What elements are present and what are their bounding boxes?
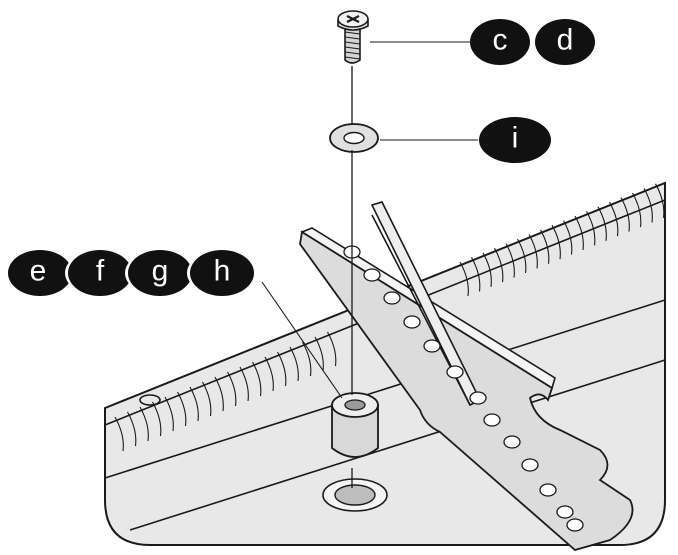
vent-slot bbox=[574, 215, 584, 251]
vent-slot bbox=[643, 188, 653, 223]
rail-hole bbox=[556, 505, 574, 519]
vent-slot bbox=[227, 371, 237, 407]
callout-label-i: i bbox=[512, 122, 519, 155]
callout-label-d: d bbox=[557, 24, 574, 57]
rail-hole bbox=[383, 291, 401, 305]
vent-slot bbox=[189, 386, 199, 422]
callout-label-g: g bbox=[152, 255, 169, 288]
vent-slot bbox=[482, 252, 492, 287]
vent-slot bbox=[264, 356, 274, 392]
rail-hole bbox=[483, 413, 501, 427]
rail-bracket bbox=[299, 201, 634, 551]
vent-slot bbox=[239, 366, 249, 402]
washer bbox=[329, 123, 379, 153]
rail-hole bbox=[446, 365, 464, 379]
vent-slot bbox=[597, 206, 607, 241]
vent-slot bbox=[551, 224, 561, 260]
callout-label-e: e bbox=[30, 255, 47, 288]
vent-slot bbox=[620, 197, 630, 232]
vent-slot bbox=[289, 346, 299, 382]
rail-hole bbox=[423, 339, 441, 353]
rail-hole bbox=[469, 391, 487, 405]
rail-hole bbox=[521, 458, 539, 472]
callout-label-h: h bbox=[214, 255, 231, 288]
rail-hole bbox=[539, 483, 557, 497]
vent-slot bbox=[494, 247, 504, 283]
vent-slot bbox=[632, 192, 642, 228]
vent-slot bbox=[505, 243, 515, 278]
rail-hole bbox=[403, 315, 421, 329]
vent-slot bbox=[177, 391, 187, 427]
vent-slots-right bbox=[459, 183, 665, 297]
panel-mounting-hole bbox=[322, 478, 388, 512]
vent-slot bbox=[655, 183, 665, 218]
screw bbox=[337, 10, 369, 64]
vent-slot bbox=[314, 336, 324, 372]
vent-slot bbox=[528, 234, 538, 269]
callout-screw: c d bbox=[470, 19, 598, 65]
vent-slot bbox=[214, 376, 224, 412]
rail-hole bbox=[566, 518, 584, 532]
vent-slot bbox=[563, 220, 573, 255]
vent-slot bbox=[471, 257, 481, 292]
vent-slot bbox=[114, 416, 124, 452]
vent-slot bbox=[586, 211, 596, 246]
standoff bbox=[331, 392, 379, 458]
vent-slot bbox=[517, 238, 527, 274]
rail-hole bbox=[503, 435, 521, 449]
vent-slot bbox=[540, 229, 550, 264]
rail-hole bbox=[363, 268, 381, 282]
vent-slot bbox=[302, 341, 312, 377]
callout-washer: i bbox=[479, 117, 551, 163]
callout-label-c: c bbox=[493, 24, 508, 57]
rail-holes bbox=[343, 245, 584, 532]
vent-slot bbox=[277, 351, 287, 387]
callout-standoff: e f g h bbox=[8, 250, 257, 296]
vent-slot bbox=[139, 406, 149, 442]
vent-slot bbox=[127, 411, 137, 447]
leader-standoff bbox=[261, 281, 343, 399]
vent-slot bbox=[252, 361, 262, 397]
vent-slot bbox=[202, 381, 212, 417]
vent-slot bbox=[164, 396, 174, 432]
vent-slot bbox=[609, 201, 619, 237]
vent-slot bbox=[459, 261, 469, 297]
vent-slot bbox=[327, 331, 337, 367]
vent-slots-left bbox=[114, 331, 337, 452]
callout-label-f: f bbox=[96, 255, 105, 288]
